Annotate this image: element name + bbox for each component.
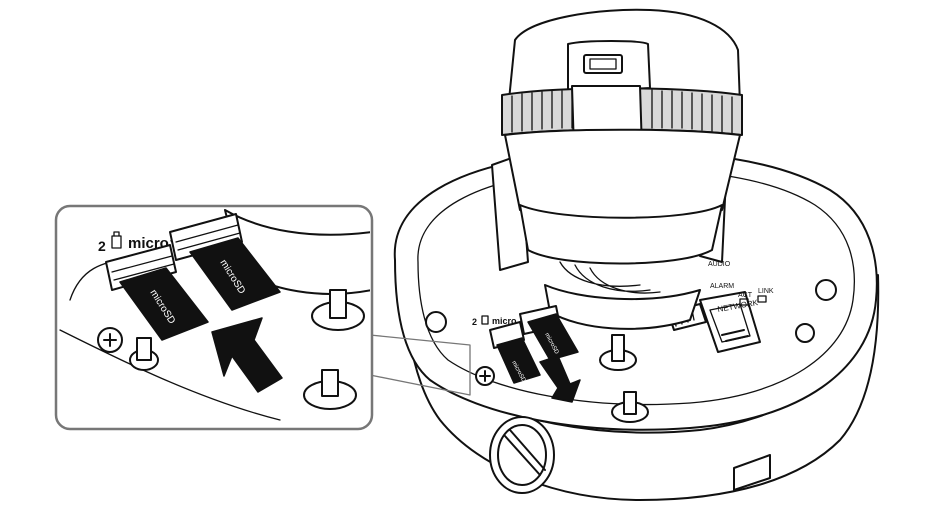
post-1-pin [611,334,625,362]
act-led-label: ACT [738,292,753,299]
callout-post-1-pin [329,289,347,319]
micro-label-small: micro [492,316,517,326]
zoom-callout: 2 micro SD 1 microSD microSD [54,204,374,431]
link-led [757,295,767,303]
post-5 [795,323,815,343]
base-posts [425,279,837,423]
post-3 [425,311,447,333]
alarm-label: ALARM [710,283,734,290]
audio-label: AUDIO [708,261,731,268]
lock-icon [481,315,489,325]
gland-slot [504,435,541,476]
post-4 [815,279,837,301]
module-latch [567,40,651,93]
screw-icon [97,327,123,353]
lock-icon [111,231,122,249]
ring-ribs [511,89,733,134]
insert-arrow-icon-small [539,355,581,403]
callout-post-2-pin [321,369,339,397]
module-body [504,128,741,223]
cable-gland [489,416,555,494]
link-led-label: LINK [758,288,774,295]
sd-card-1-small: microSD [527,313,579,361]
act-led [739,298,749,306]
callout-post-3-pin [136,337,152,361]
insert-arrow-icon [211,317,283,393]
cable-tray [544,284,701,330]
camera-sd-slots: 2 micro SD 1 microSD microSD [472,305,581,403]
module-lens-barrel [519,204,723,265]
sd-card-2-small: microSD [496,337,541,384]
module-cables [559,261,661,294]
gland-slot-2 [509,429,546,471]
slot-2-number: 2 [98,238,106,254]
post-2-pin [623,391,637,415]
camera-module [491,8,743,330]
slot-2-housing [105,244,177,291]
slot-2-number-small: 2 [472,317,477,327]
callout-connector [369,334,471,396]
base-side-tab [733,454,771,491]
screw-icon [475,366,495,386]
sd-card-2: microSD [119,267,209,341]
sd-card-1: microSD [189,237,281,311]
